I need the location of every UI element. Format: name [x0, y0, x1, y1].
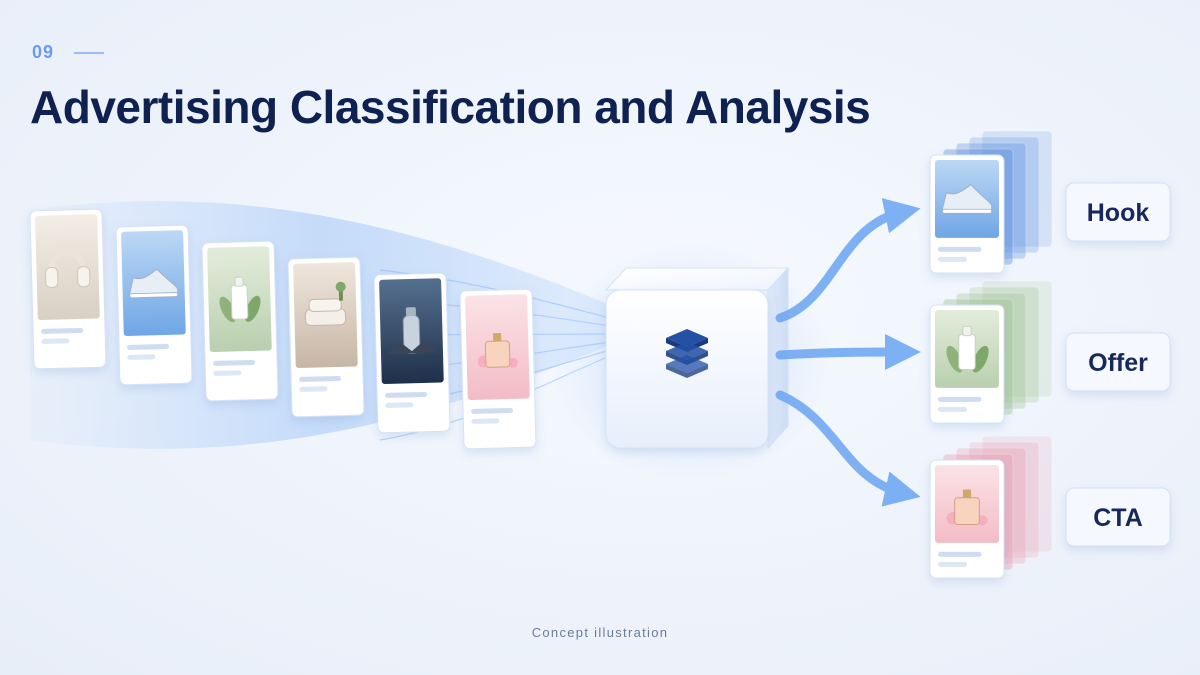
ad-card	[929, 304, 1005, 424]
skincare-bottle-icon	[219, 276, 261, 323]
perfume-icon	[477, 333, 518, 368]
arrow-to-cta	[775, 390, 921, 507]
ad-card	[459, 288, 537, 450]
processor-cube	[550, 240, 830, 480]
category-label: Offer	[1088, 349, 1148, 377]
ad-card	[29, 208, 107, 370]
armchair-icon	[304, 281, 347, 327]
input-ad-cards	[29, 208, 537, 450]
water-bottle-icon	[386, 307, 438, 354]
output-arrows	[775, 198, 921, 507]
headphones-icon	[45, 249, 91, 289]
ad-card	[287, 256, 365, 418]
slide-number-rule	[74, 52, 104, 54]
perfume-icon	[946, 489, 988, 526]
ad-card	[201, 240, 279, 402]
ad-card	[929, 459, 1005, 579]
sneaker-icon	[129, 268, 179, 299]
category-label: CTA	[1093, 504, 1143, 532]
category-label: Hook	[1087, 199, 1150, 227]
page-title: Advertising Classification and Analysis	[30, 81, 871, 133]
ad-card	[929, 154, 1005, 274]
category-cta: CTA	[929, 435, 1171, 579]
arrow-to-offer	[775, 334, 921, 371]
ad-card	[373, 272, 451, 434]
category-offer: Offer	[929, 280, 1171, 424]
layers-stack-icon	[666, 329, 708, 378]
slide-number: 09	[32, 42, 55, 62]
skincare-bottle-icon	[946, 325, 989, 373]
arrow-to-hook	[775, 198, 921, 323]
caption: Concept illustration	[531, 625, 669, 640]
sneaker-icon	[941, 183, 993, 214]
ad-card	[115, 224, 193, 386]
category-hook: Hook	[929, 130, 1171, 274]
